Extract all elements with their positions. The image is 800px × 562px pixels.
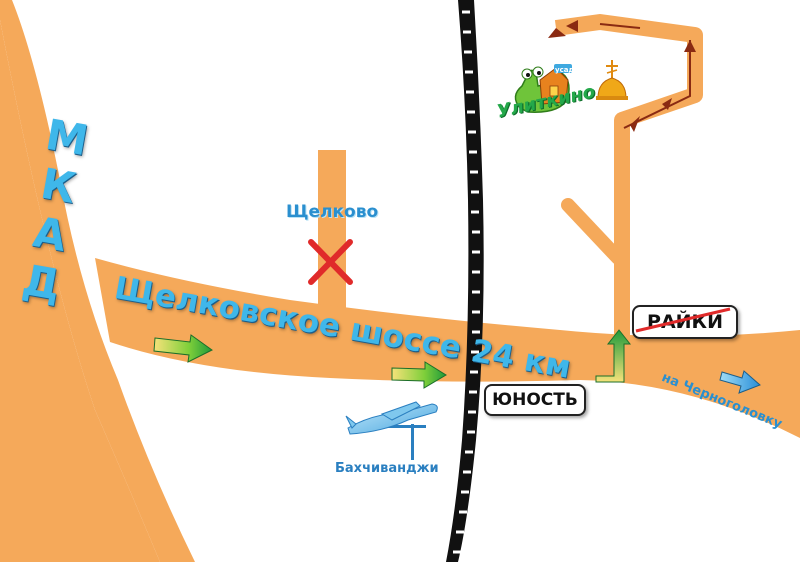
raiki-sign: РАЙКИ [632,305,738,339]
route-main [554,14,703,352]
shchelkovo-road [318,150,346,330]
usadba-label: усадьба [555,66,589,74]
railway [446,0,484,562]
red-cross-icon [308,239,353,285]
blue-arrow-icon [719,370,761,394]
green-arrow-icon [391,361,447,389]
highway-road [95,258,800,438]
snail-logo-icon [514,64,572,113]
route-branch [561,198,625,265]
shchelkovo-label: Щелково [286,202,379,222]
yunost-sign: ЮНОСТЬ [484,384,586,416]
airplane-monument-icon [345,401,438,460]
bakhchivandzhi-label: Бахчиванджи [335,461,439,476]
green-arrow-icon [595,329,632,383]
mkad-road [0,20,160,562]
raiki-strike [635,307,731,333]
green-arrow-icon [153,334,213,363]
church-icon [596,60,628,100]
